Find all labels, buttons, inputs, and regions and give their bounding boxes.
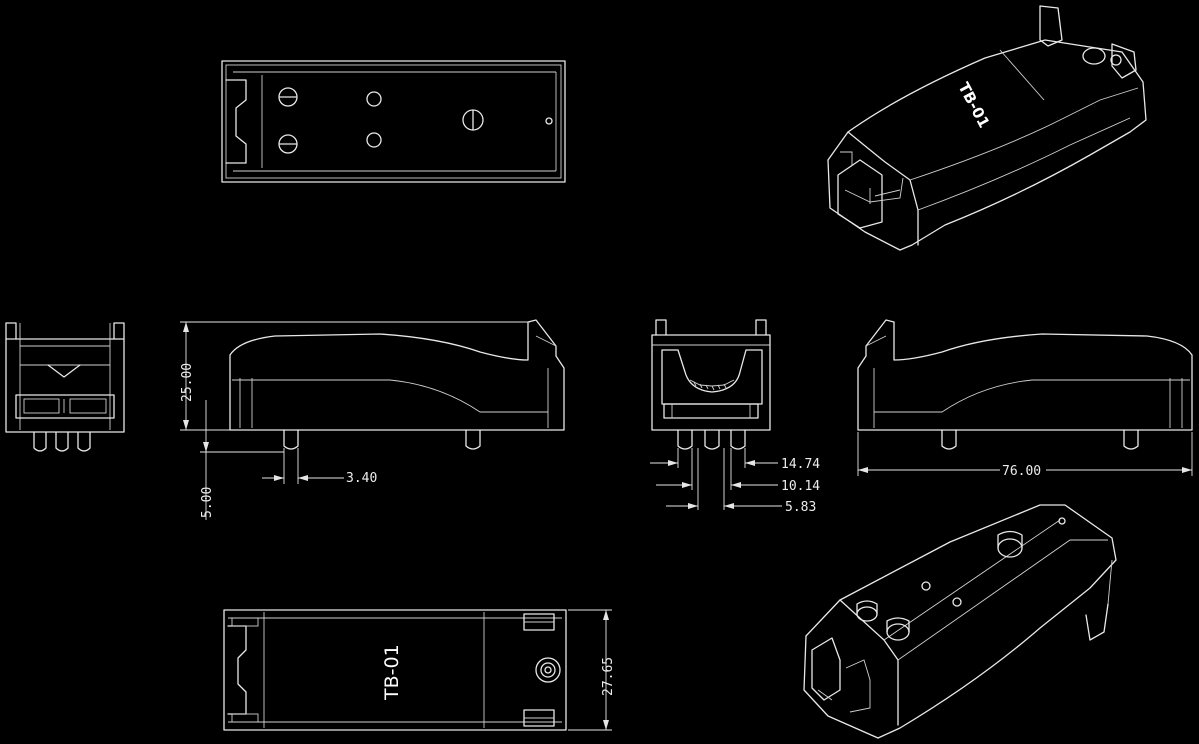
bottom-view	[221, 60, 566, 183]
dim-pin-offset: 3.40	[346, 471, 377, 486]
dim-pin-pitch-mid: 10.14	[781, 479, 820, 494]
dim-overall-width: 27.65	[601, 657, 616, 696]
label-top-view: TB-01	[381, 644, 403, 701]
dim-pin-pitch-outer: 14.74	[781, 457, 820, 472]
isometric-view-bottom	[803, 504, 1117, 739]
side-view-left	[229, 319, 565, 450]
dim-pin-pitch-inner: 5.83	[785, 500, 816, 515]
label-3d-top: TB-01	[954, 79, 993, 131]
dimension-lines-pins	[650, 448, 782, 510]
side-view-right	[857, 319, 1193, 450]
dimension-lines-width	[568, 609, 612, 731]
dim-overall-length: 76.00	[1002, 464, 1041, 479]
end-view-left	[5, 322, 125, 452]
dimension-lines-right	[857, 432, 1193, 476]
dim-height: 25.00	[180, 363, 195, 402]
isometric-view-top	[827, 5, 1147, 251]
top-view	[223, 609, 567, 731]
dim-pin-length: 5.00	[200, 487, 215, 518]
end-view-right	[651, 319, 771, 450]
dimension-lines-left	[180, 321, 530, 520]
